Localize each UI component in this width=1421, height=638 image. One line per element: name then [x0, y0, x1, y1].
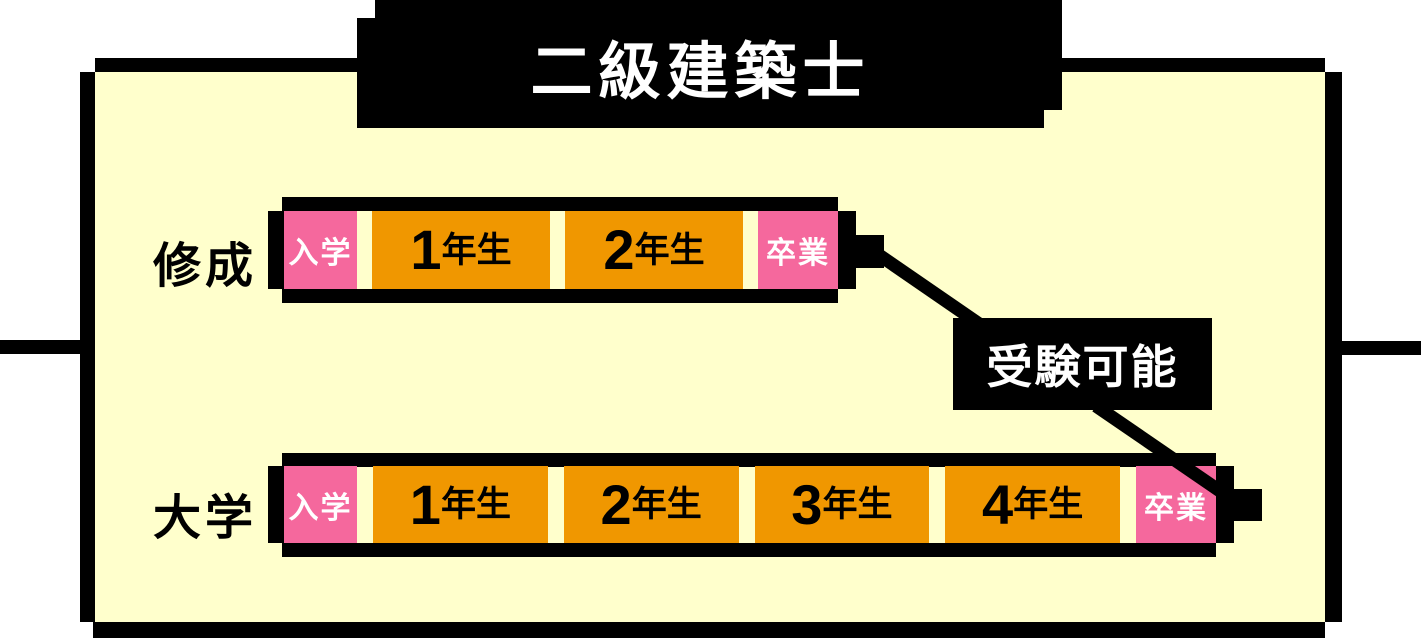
panel-border-bottom	[93, 622, 1325, 638]
segment-entry: 入学	[284, 211, 357, 289]
bar1-connector-square	[856, 235, 884, 268]
panel-border-right	[1325, 72, 1342, 622]
segment-entry: 入学	[284, 466, 357, 543]
exam-eligible-badge: 受験可能	[953, 318, 1212, 410]
bar2-bottom-strip	[282, 543, 1216, 557]
bar2-right-cap	[1216, 466, 1234, 543]
bar2-top-strip	[282, 453, 1216, 467]
title-banner: 二級建築士	[357, 18, 1044, 128]
exam-eligible-label: 受験可能	[986, 341, 1179, 393]
segment-exit: 卒業	[758, 211, 838, 289]
right-rule-line	[1342, 341, 1421, 355]
bar1-right-cap	[838, 211, 856, 289]
bar1-bottom-strip	[282, 289, 838, 303]
row-label-shusei: 修成	[152, 240, 257, 293]
panel-border-left	[80, 72, 95, 622]
segment-exit: 卒業	[1136, 466, 1216, 543]
bar2-left-cap	[268, 466, 284, 543]
left-rule-line	[0, 340, 80, 354]
row-label-daigaku: 大学	[152, 492, 257, 545]
bar2-connector-square	[1234, 489, 1262, 521]
bar1-top-strip	[282, 197, 838, 211]
bar1-left-cap	[268, 211, 284, 289]
page-title: 二級建築士	[530, 38, 871, 107]
